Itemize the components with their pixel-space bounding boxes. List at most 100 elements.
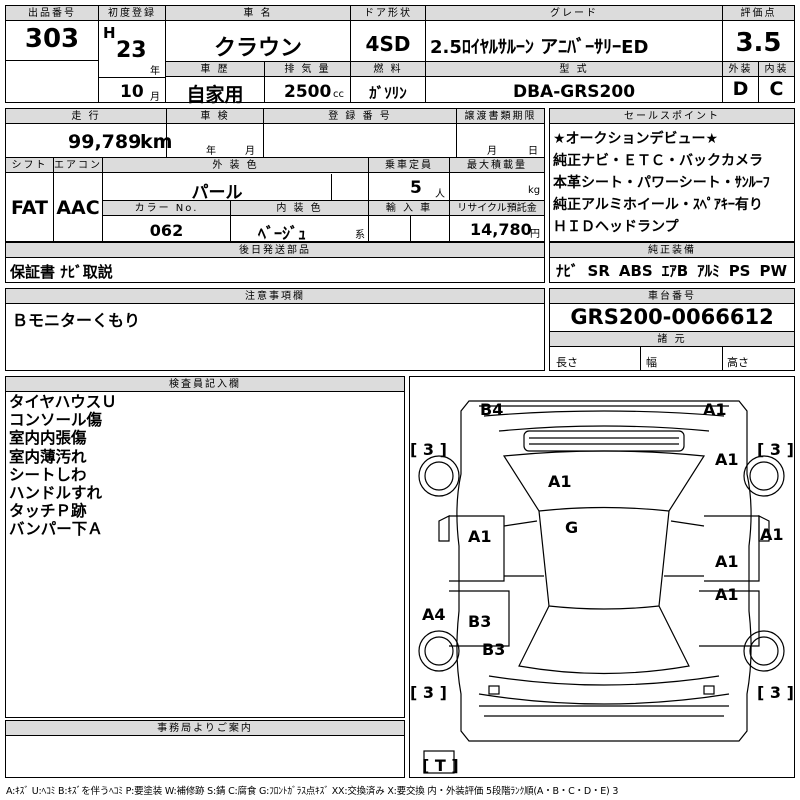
length-label: 長さ	[556, 356, 578, 369]
color-no: 062	[149, 221, 184, 240]
inspector-note: タイヤハウスＵ	[9, 393, 117, 411]
sales-point-item: ★オークションデビュー★	[553, 131, 719, 147]
int-label: 内装	[759, 62, 794, 77]
transfer-month-unit: 月	[487, 146, 497, 157]
sales-points-list: ★オークションデビュー★純正ナビ・ＥＴＣ・バックカメラ本革シート・パワーシート・…	[553, 128, 793, 238]
later-parts-label: 後日発送部品	[6, 243, 544, 258]
grade-label: グレード	[426, 6, 722, 21]
mark-left-front-door: A1	[468, 527, 492, 546]
mark-right-front-door: A1	[715, 552, 739, 571]
name-label: 車 名	[166, 6, 350, 21]
first-reg-label: 初度登録	[99, 6, 165, 21]
inspector-note: タッチＰ跡	[9, 502, 87, 521]
sales-point-item: ＨＩＤヘッドランプ	[553, 219, 679, 235]
diagram-box	[409, 376, 795, 778]
sales-points-label: セールスポイント	[550, 109, 794, 124]
inspector-note: シートしわ	[9, 465, 87, 484]
mark-glass: G	[565, 518, 579, 537]
tire-rear-left: [ 3 ]	[410, 683, 447, 702]
insp-month-unit: 月	[245, 146, 255, 157]
displacement-label: 排 気 量	[265, 62, 350, 77]
mileage-label: 走 行	[6, 109, 166, 124]
dims-label: 諸 元	[550, 332, 794, 347]
color-label: 外 装 色	[103, 158, 368, 173]
capacity-label: 乗車定員	[369, 158, 449, 173]
history: 自家用	[186, 84, 244, 106]
history-label: 車 歴	[166, 62, 264, 77]
transfer-day-unit: 日	[528, 146, 538, 157]
mark-right-rear-door: A1	[715, 585, 739, 604]
car-diagram	[418, 400, 785, 774]
displacement-unit: cc	[333, 89, 344, 100]
model-label: 型 式	[426, 62, 722, 77]
fuel-label: 燃 料	[351, 62, 425, 77]
door-label: ドア形状	[351, 6, 425, 21]
equipment-list: ﾅﾋﾞ SR ABS ｴｱB ｱﾙﾐ PS PW	[556, 260, 796, 281]
sales-point-item: 本革シート・パワーシート・ｻﾝﾙｰﾌ	[553, 175, 770, 191]
mark-front-right-fender: A1	[715, 450, 739, 469]
registration-label: 登 録 番 号	[264, 109, 456, 124]
color-no-label: カラー No.	[103, 201, 230, 216]
import-label: 輸 入 車	[369, 201, 449, 216]
sales-points-box	[549, 108, 795, 242]
ac: AAC	[56, 197, 100, 219]
equipment-item: ﾅﾋﾞ	[556, 262, 579, 280]
era: H	[103, 24, 116, 42]
chassis-label: 車台番号	[550, 289, 794, 304]
int-color: ﾍﾞｰｼﾞｭ	[258, 224, 307, 243]
color: パール	[191, 183, 243, 203]
capacity-unit: 人	[435, 189, 445, 200]
int-color-unit: 系	[355, 230, 365, 241]
int-color-label: 内 装 色	[231, 201, 368, 216]
mark-front-left: B4	[480, 400, 504, 419]
tire-front-left: [ 3 ]	[410, 440, 447, 459]
door-type: 4SD	[365, 32, 411, 56]
lot-label: 出品番号	[6, 6, 98, 21]
mark-left-rear-door: B3	[468, 612, 492, 631]
inspector-note: バンパー下Ａ	[9, 520, 103, 539]
tire-front-right: [ 3 ]	[757, 440, 794, 459]
capacity: 5	[410, 178, 422, 198]
sales-point-item: 純正アルミホイール・ｽﾍﾟｱｷｰ有り	[553, 197, 763, 213]
inspector-box	[5, 376, 405, 718]
displacement: 2500	[284, 82, 332, 102]
ext-label: 外装	[723, 62, 758, 77]
score-label: 評価点	[723, 6, 794, 21]
load-unit: kg	[528, 185, 541, 196]
ext-score: D	[732, 78, 749, 100]
equipment-item: PS	[728, 262, 751, 280]
notes-text: Ｂモニターくもり	[12, 311, 141, 330]
first-reg-month: 10	[120, 82, 144, 102]
mark-hood: A1	[548, 472, 572, 491]
inspector-note: コンソール傷	[9, 411, 103, 430]
office-label: 事務局よりご案内	[6, 721, 404, 736]
int-score: C	[769, 78, 784, 100]
equipment-item: SR	[587, 262, 610, 280]
month-unit: 月	[150, 92, 160, 103]
later-parts-text: 保証書 ﾅﾋﾞ取説	[10, 263, 113, 281]
mileage-unit: km	[140, 131, 173, 153]
equipment-item: ABS	[618, 262, 653, 280]
ac-label: エアコン	[54, 158, 102, 173]
tire-rear-right: [ 3 ]	[757, 683, 794, 702]
inspector-note: ハンドルすれ	[9, 484, 103, 503]
first-reg-year: 23	[116, 38, 147, 63]
equipment-item: ｱﾙﾐ	[697, 262, 720, 280]
notes-label: 注意事項欄	[6, 289, 544, 304]
equipment-item: ｴｱB	[661, 262, 689, 280]
recycle-unit: 円	[530, 229, 540, 240]
lot-number: 303	[24, 24, 80, 54]
equipment-item: PW	[759, 262, 788, 280]
model: DBA-GRS200	[512, 82, 636, 102]
shift-label: シフト	[6, 158, 53, 173]
load-label: 最大積載量	[450, 158, 544, 173]
mark-right-mirror: A1	[760, 525, 784, 544]
mark-front-right: A1	[703, 400, 727, 419]
trunk-bracket: [ T ]	[422, 756, 459, 775]
fuel: ｶﾞｿﾘﾝ	[369, 84, 407, 102]
mileage: 99,789	[68, 131, 142, 153]
score: 3.5	[735, 28, 782, 58]
transfer-label: 譲渡書類期限	[457, 109, 544, 124]
width-label: 幅	[646, 356, 657, 369]
